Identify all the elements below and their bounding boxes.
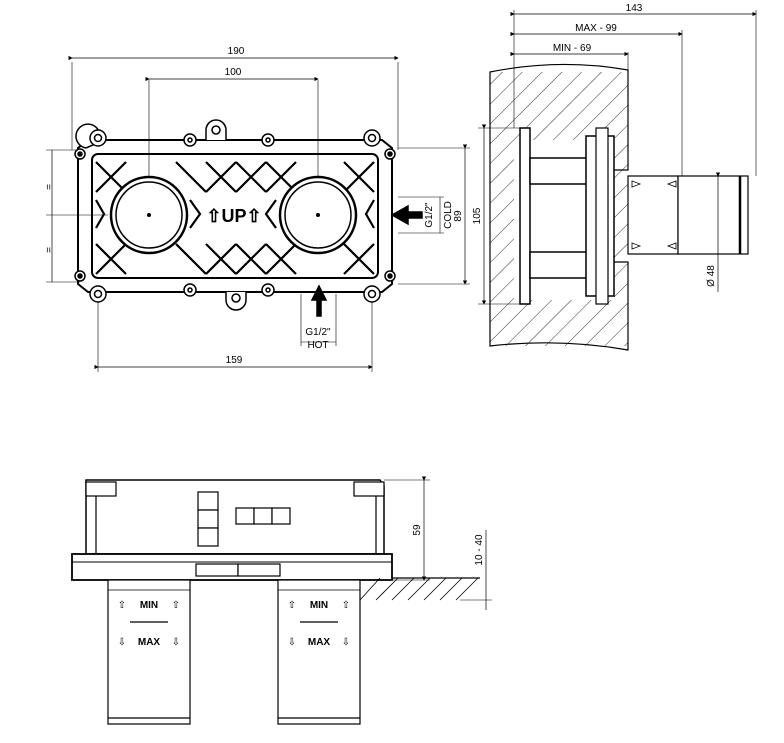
left-min-label: MIN <box>140 600 158 611</box>
frame-inner <box>91 153 379 279</box>
right-max-arrow-left: ⇩ <box>288 637 296 648</box>
side-view: 105 143 MAX - 99 MIN - 69 Ø 48 <box>472 3 757 351</box>
dim-100-label: 100 <box>225 67 242 78</box>
cold-inlet-arrow <box>390 204 423 226</box>
dim-max-label: MAX - 99 <box>575 23 617 34</box>
hot-thread-label: G1/2" <box>305 327 331 338</box>
dim-190-label: 190 <box>228 46 245 57</box>
dim-59-label: 59 <box>412 524 423 536</box>
dim-min-label: MIN - 69 <box>553 43 592 54</box>
left-max-label: MAX <box>138 637 161 648</box>
wall-flange <box>519 127 531 305</box>
body-outline <box>85 479 385 555</box>
cold-label: COLD <box>443 201 454 229</box>
right-max-label: MAX <box>308 637 331 648</box>
sleeve <box>627 175 679 255</box>
right-min-arrow-left: ⇧ <box>288 600 296 611</box>
cold-port-inner <box>284 181 352 249</box>
right-min-arrow-right: ⇧ <box>342 600 350 611</box>
dim-143-label: 143 <box>626 3 643 14</box>
left-max-arrow-left: ⇩ <box>118 637 126 648</box>
left-sleeve <box>107 579 191 725</box>
equal-mark-bottom: = <box>44 247 55 253</box>
corner-screws <box>74 148 396 282</box>
left-min-arrow-left: ⇧ <box>118 600 126 611</box>
hot-label: HOT <box>307 340 328 351</box>
hot-port-inner <box>115 181 183 249</box>
dim-offset-label: 10 - 40 <box>474 534 485 566</box>
dim-diameter-label: Ø 48 <box>706 265 717 287</box>
equal-mark-top: = <box>44 184 55 190</box>
bottom-view: ⇧ MIN ⇧ ⇩ MAX ⇩ ⇧ MIN ⇧ ⇩ MAX ⇩ 59 10 - … <box>71 476 492 725</box>
right-max-arrow-right: ⇩ <box>342 637 350 648</box>
front-view: 190 100 = = <box>44 46 470 372</box>
right-sleeve <box>277 579 361 725</box>
left-min-arrow-right: ⇧ <box>172 600 180 611</box>
cold-thread-label: G1/2" <box>424 202 435 228</box>
left-max-arrow-right: ⇩ <box>172 637 180 648</box>
hot-inlet-arrow <box>310 284 328 317</box>
right-min-label: MIN <box>310 600 328 611</box>
mounting-tabs <box>75 119 381 311</box>
dim-89-label: 89 <box>453 210 464 222</box>
dim-105-label: 105 <box>472 207 483 224</box>
up-label: ⇧UP⇧ <box>206 206 261 226</box>
spout-tube <box>677 175 749 255</box>
dim-159-label: 159 <box>226 355 243 366</box>
frame-lattice <box>95 161 375 275</box>
